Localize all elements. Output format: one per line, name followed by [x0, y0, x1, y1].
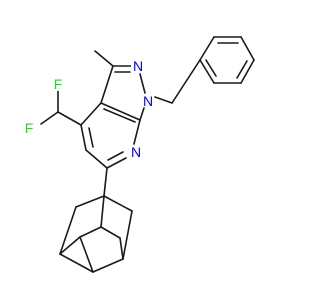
adamantane-bond — [59, 206, 77, 255]
benzene-bond — [199, 59, 215, 84]
pyridine-bond — [85, 149, 108, 169]
adamantane-bond — [79, 236, 94, 273]
pyridine-bond — [80, 124, 87, 151]
pyridine-double-bond — [103, 108, 136, 123]
benzene-double-bond — [205, 59, 217, 77]
difluoromethyl-bond — [40, 111, 59, 125]
atom-labels: F F N N N — [22, 58, 155, 160]
pyridine-double-bond — [107, 151, 124, 161]
pyrazole-nitrogen-label: N — [133, 58, 143, 74]
fluorine-label: F — [25, 120, 34, 136]
pyrazole-nitrogen-label: N — [143, 93, 153, 109]
benzene-bond — [240, 59, 255, 84]
pyridine-nitrogen-label: N — [131, 144, 141, 160]
pyrazole-bond — [139, 73, 146, 94]
benzene-bond — [240, 36, 255, 61]
pyridine-bond — [80, 102, 102, 126]
bond-lines — [40, 36, 255, 273]
adamantyl-bond — [103, 167, 108, 197]
pyrazole-bond — [100, 102, 141, 121]
adamantane-bond — [59, 236, 81, 255]
adamantane-bond — [122, 210, 133, 260]
pyrazole-bond — [100, 65, 114, 104]
adamantane-bond — [92, 258, 124, 273]
adamantane-bond — [103, 195, 133, 212]
benzyl-bond — [171, 59, 201, 104]
difluoromethyl-bond — [57, 111, 82, 126]
benzene-bond — [199, 36, 215, 61]
pyridine-bond — [133, 119, 141, 145]
pyridine-double-bond — [88, 127, 94, 148]
pyrazole-bond — [139, 107, 145, 121]
adamantane-bond — [59, 253, 94, 273]
adamantane-bond — [75, 195, 105, 208]
adamantane-bond — [100, 195, 105, 228]
methyl-bond — [94, 50, 114, 67]
adamantane-bond — [100, 226, 121, 239]
adamantane-bond — [119, 237, 124, 260]
benzene-double-bond — [236, 60, 248, 79]
benzyl-bond — [154, 96, 173, 104]
adamantane-bond — [79, 226, 102, 238]
molecule-structure-diagram: F F N N N — [22, 36, 255, 273]
fluorine-label: F — [54, 76, 63, 92]
pyridine-bond — [106, 157, 127, 169]
